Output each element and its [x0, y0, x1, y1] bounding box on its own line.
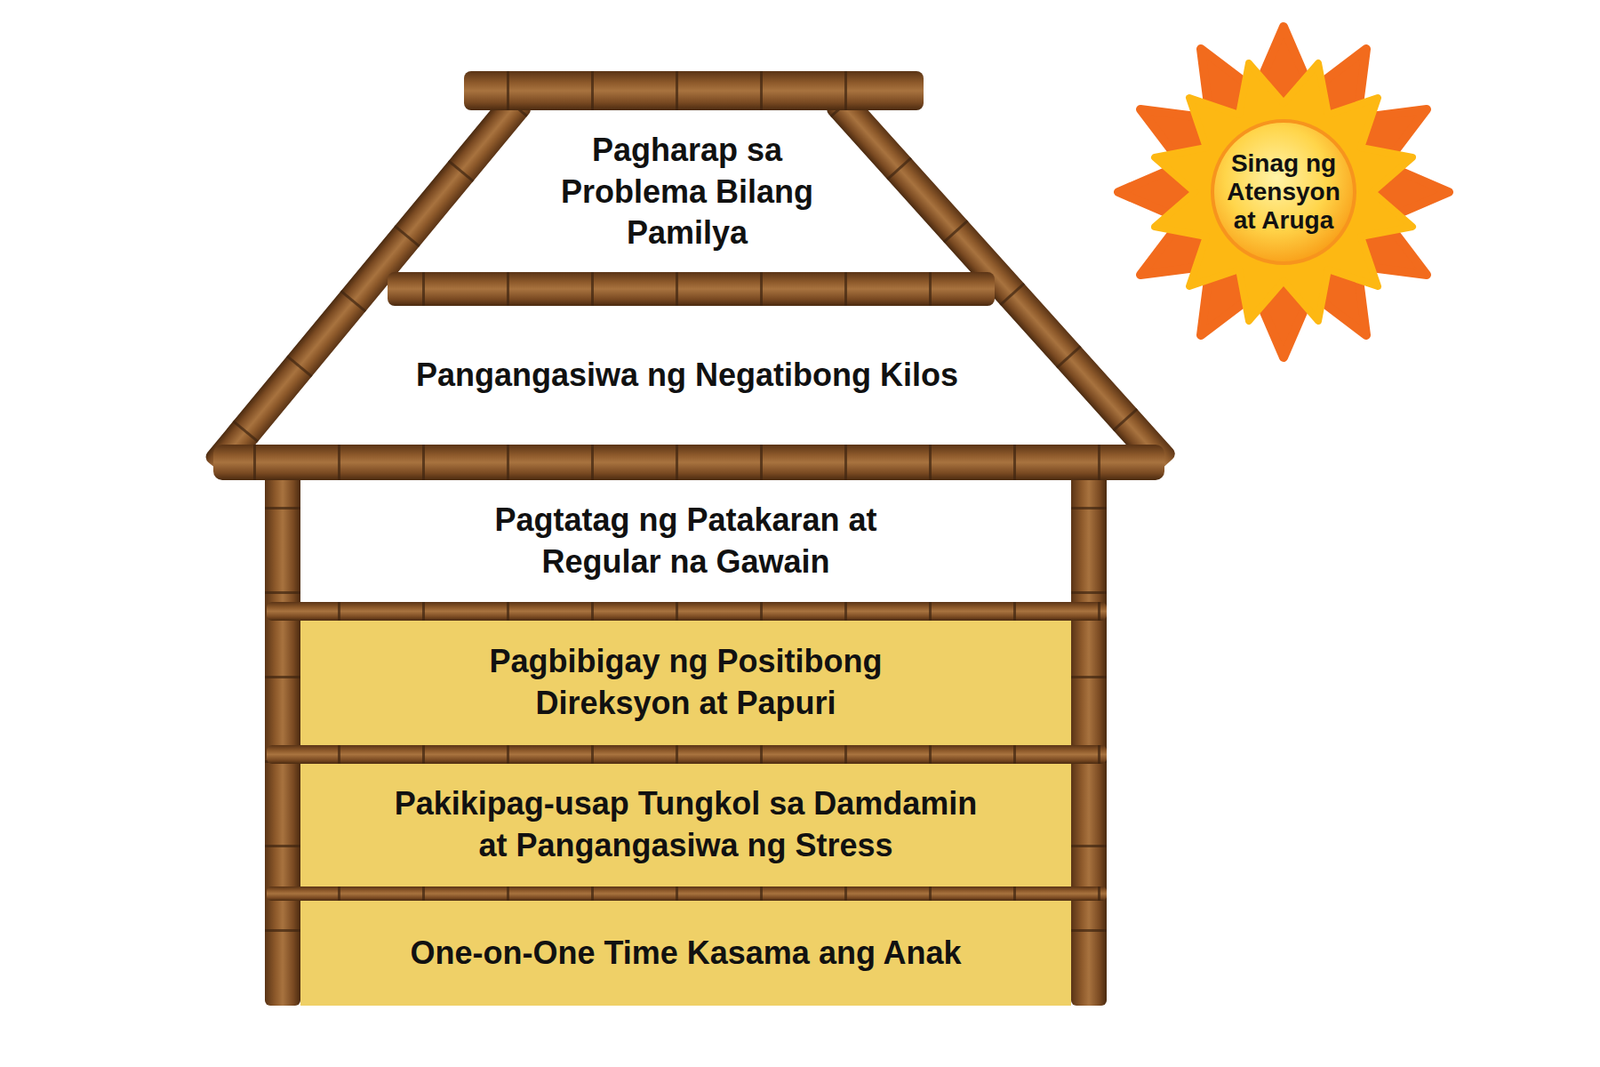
sun-circle: Sinag ng Atensyon at Aruga [1209, 118, 1358, 266]
band-label: One-on-One Time Kasama ang Anak [409, 932, 961, 975]
eaves-beam [213, 444, 1165, 480]
wall-band: Pagbibigay ng Positibong Direksyon at Pa… [300, 620, 1072, 745]
wall-band: Pakikipag-usap Tungkol sa Damdamin at Pa… [300, 763, 1072, 887]
roof-top-band: Pagharap sa Problema Bilang Pamilya [533, 113, 841, 271]
sun-flames-inner [1154, 63, 1413, 321]
sun-label: Sinag ng Atensyon at Aruga [1216, 149, 1351, 236]
wall-beam [266, 744, 1107, 764]
band-label: Pakikipag-usap Tungkol sa Damdamin at Pa… [384, 783, 989, 867]
house-post [1071, 462, 1107, 1006]
wall-beam [266, 886, 1107, 901]
band-label: Pagharap sa Problema Bilang Pamilya [536, 129, 839, 255]
house-post [264, 462, 301, 1006]
roof-beam [387, 272, 995, 306]
band-label: Pangangasiwa ng Negatibong Kilos [416, 354, 959, 397]
roof-ridge [464, 71, 924, 111]
band-label: Pagtatag ng Patakaran at Regular na Gawa… [464, 499, 909, 584]
wall-beam [266, 601, 1107, 621]
roof-band: Pangangasiwa ng Negatibong Kilos [355, 305, 1019, 445]
band-label: Pagbibigay ng Positibong Direksyon at Pa… [455, 640, 918, 725]
wall-band: One-on-One Time Kasama ang Anak [300, 900, 1072, 1006]
wall-band: Pagtatag ng Patakaran at Regular na Gawa… [300, 480, 1072, 602]
sun-flames [1118, 26, 1449, 358]
